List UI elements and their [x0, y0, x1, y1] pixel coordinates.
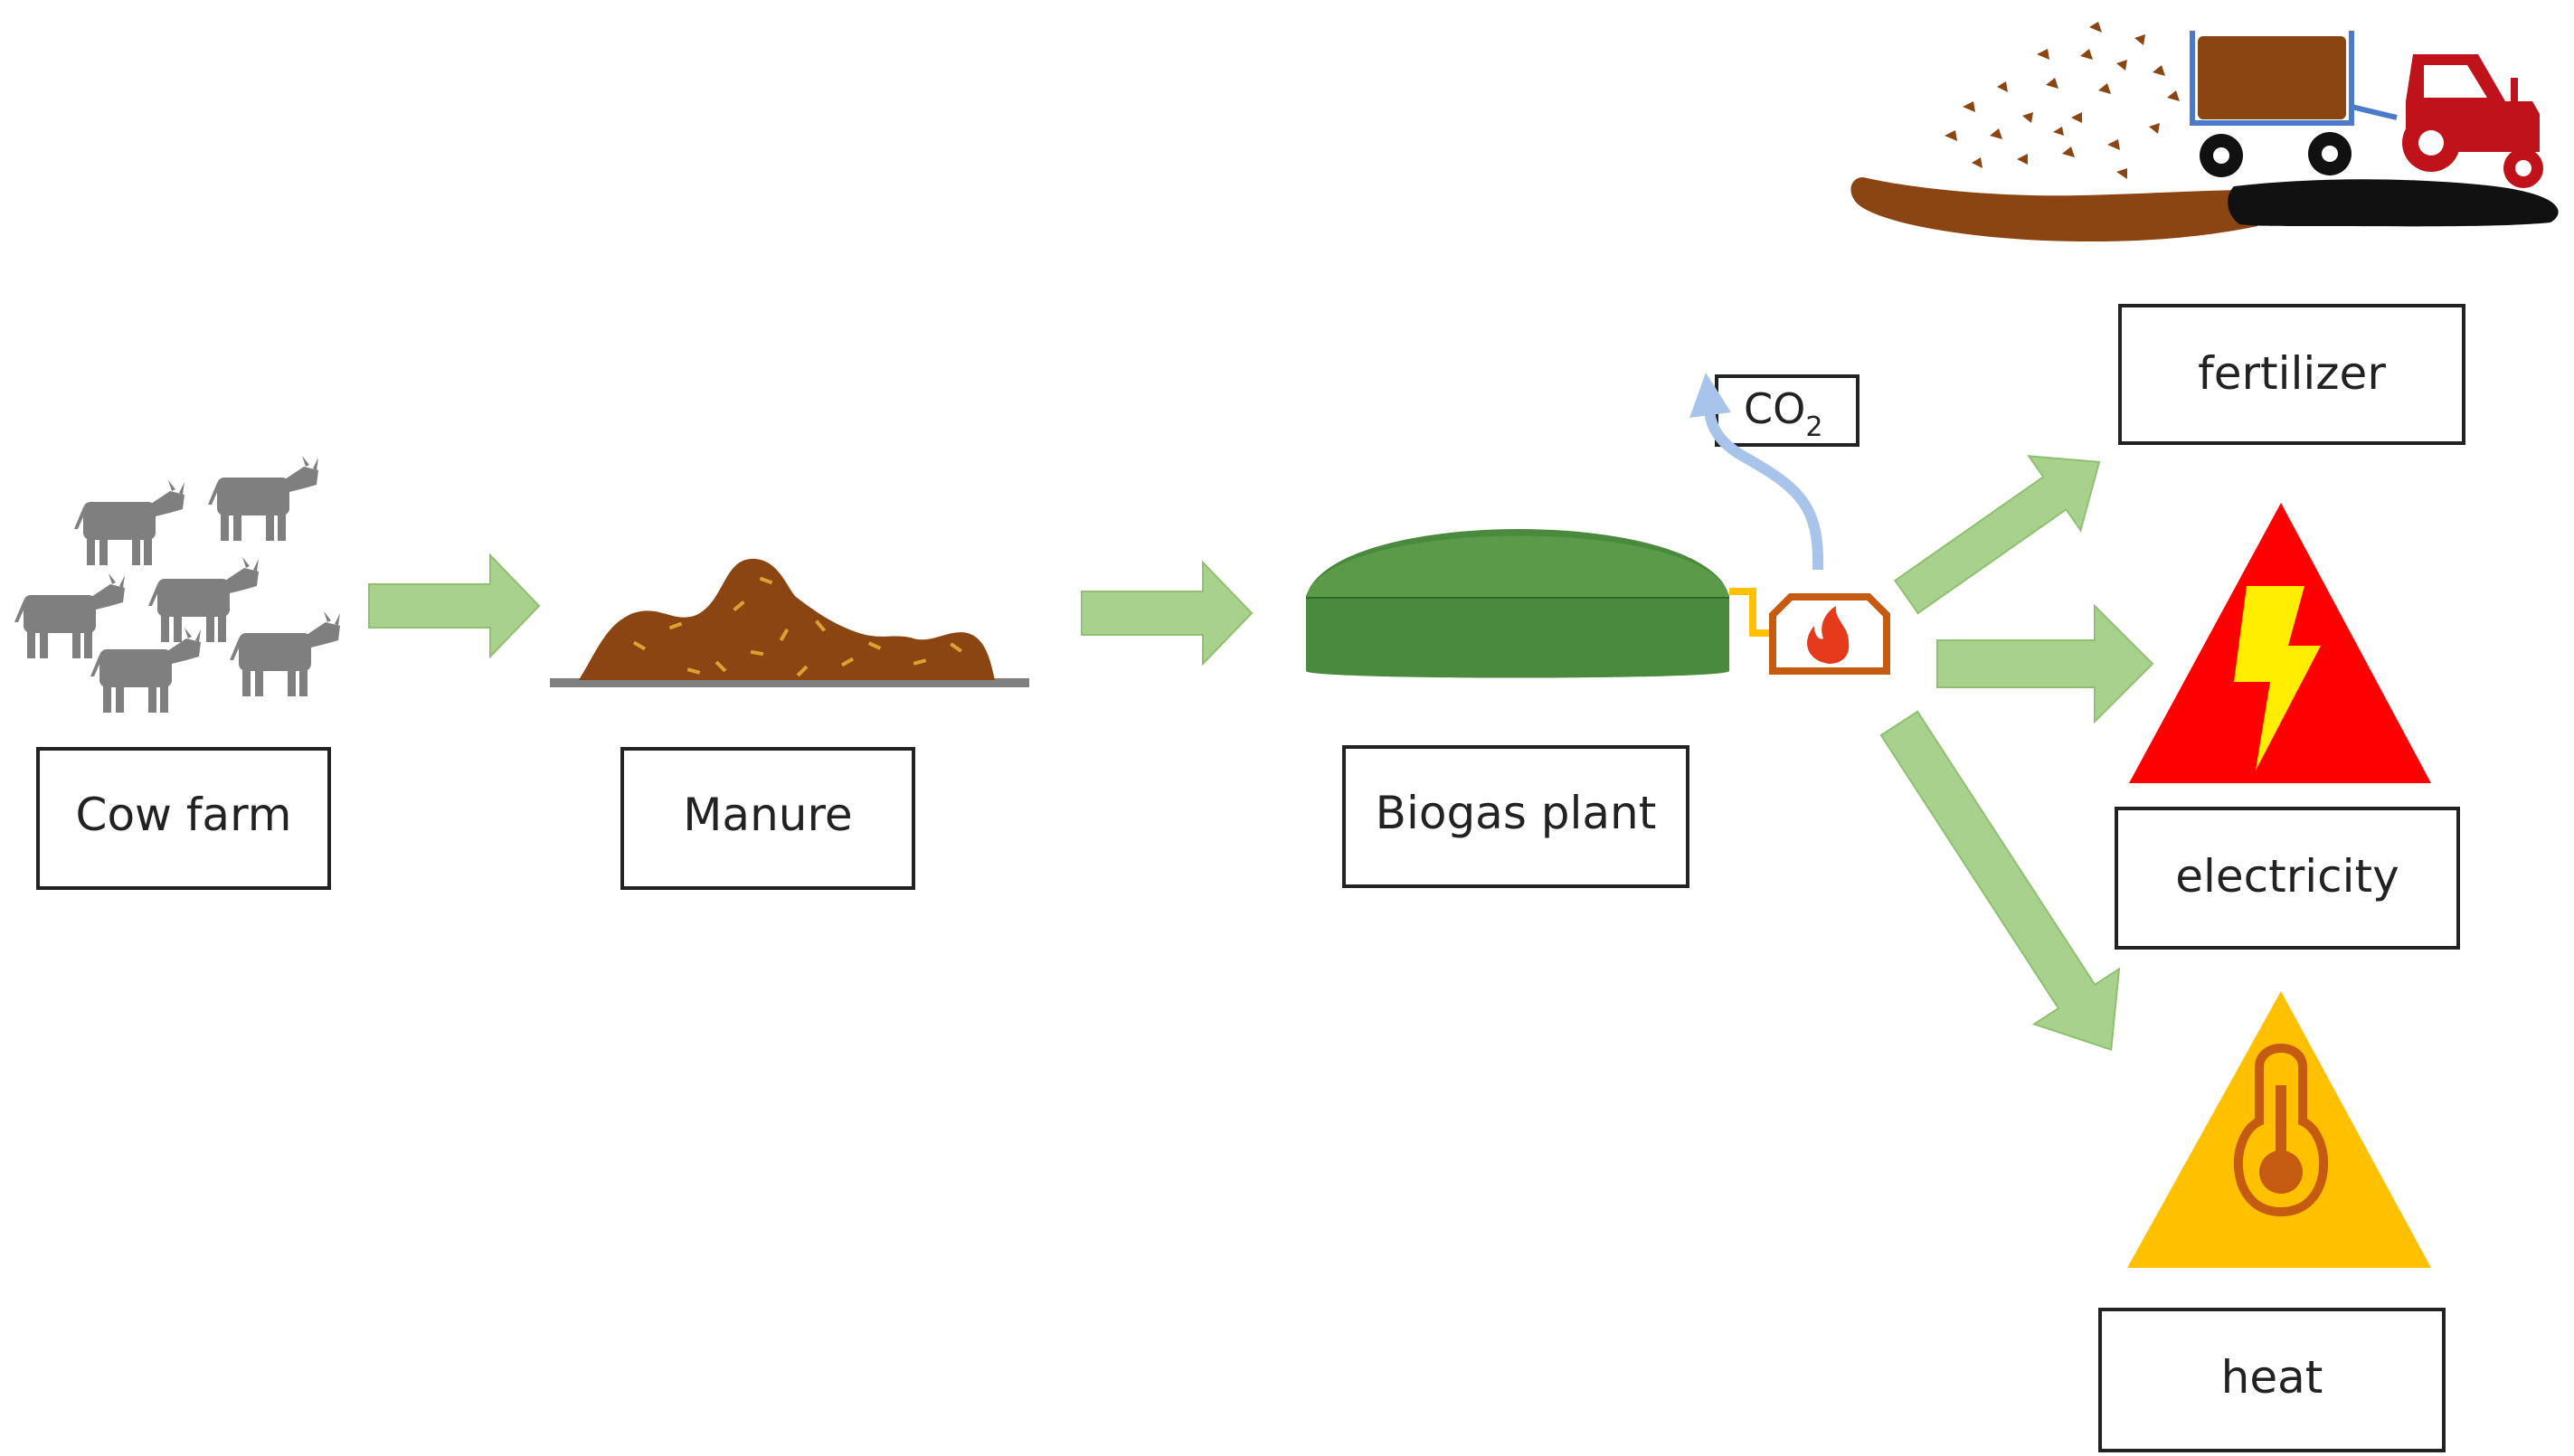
manure-label-box: Manure: [620, 747, 915, 890]
fertilizer-label: fertilizer: [2198, 347, 2386, 400]
cow-herd: [14, 456, 340, 713]
lightning-bolt-icon: [2234, 586, 2321, 771]
burner-icon: [1769, 593, 1890, 675]
co2-emission-arrow: [1689, 373, 1824, 571]
co2-label: CO: [1744, 384, 1805, 433]
heat-triangle-icon: [2127, 991, 2431, 1268]
cow-icon: [148, 557, 259, 642]
cow-farm-label-box: Cow farm: [36, 747, 331, 890]
cow-icon: [14, 573, 125, 658]
cow-farm-label: Cow farm: [76, 789, 292, 841]
fertilizer-label-box: fertilizer: [2118, 304, 2465, 445]
cow-icon: [74, 480, 185, 565]
electricity-triangle-icon: [2129, 503, 2431, 783]
manure-pile-icon: [550, 558, 1029, 687]
biogas-tank-icon: [1306, 529, 1729, 678]
electricity-label: electricity: [2175, 850, 2399, 903]
cow-icon: [230, 611, 340, 696]
co2-label-box: CO2: [1715, 374, 1860, 447]
heat-label-box: heat: [2098, 1308, 2446, 1452]
arrow-to-fertilizer: [1893, 455, 2101, 615]
thermometer-icon: [2233, 1044, 2329, 1217]
arrow-manure-to-biogas: [1081, 560, 1254, 667]
manure-label: Manure: [683, 789, 852, 841]
co2-subscript: 2: [1805, 411, 1822, 443]
arrow-to-heat: [1879, 710, 2121, 1051]
cow-icon: [208, 456, 318, 541]
arrow-farm-to-manure: [368, 553, 541, 659]
cow-icon: [90, 628, 201, 713]
biogas-plant-label: Biogas plant: [1376, 787, 1657, 839]
heat-label: heat: [2221, 1351, 2323, 1404]
arrow-to-electricity: [1936, 603, 2154, 724]
trailer-icon: [2190, 31, 2398, 177]
flame-icon: [1807, 606, 1850, 664]
gas-pipe: [1729, 588, 1776, 637]
svg-text:CO2: CO2: [1744, 384, 1822, 443]
tractor-icon: [2402, 54, 2543, 188]
biogas-plant-label-box: Biogas plant: [1342, 745, 1689, 888]
electricity-label-box: electricity: [2115, 807, 2460, 950]
field-spreading-scene: [1850, 22, 2559, 242]
